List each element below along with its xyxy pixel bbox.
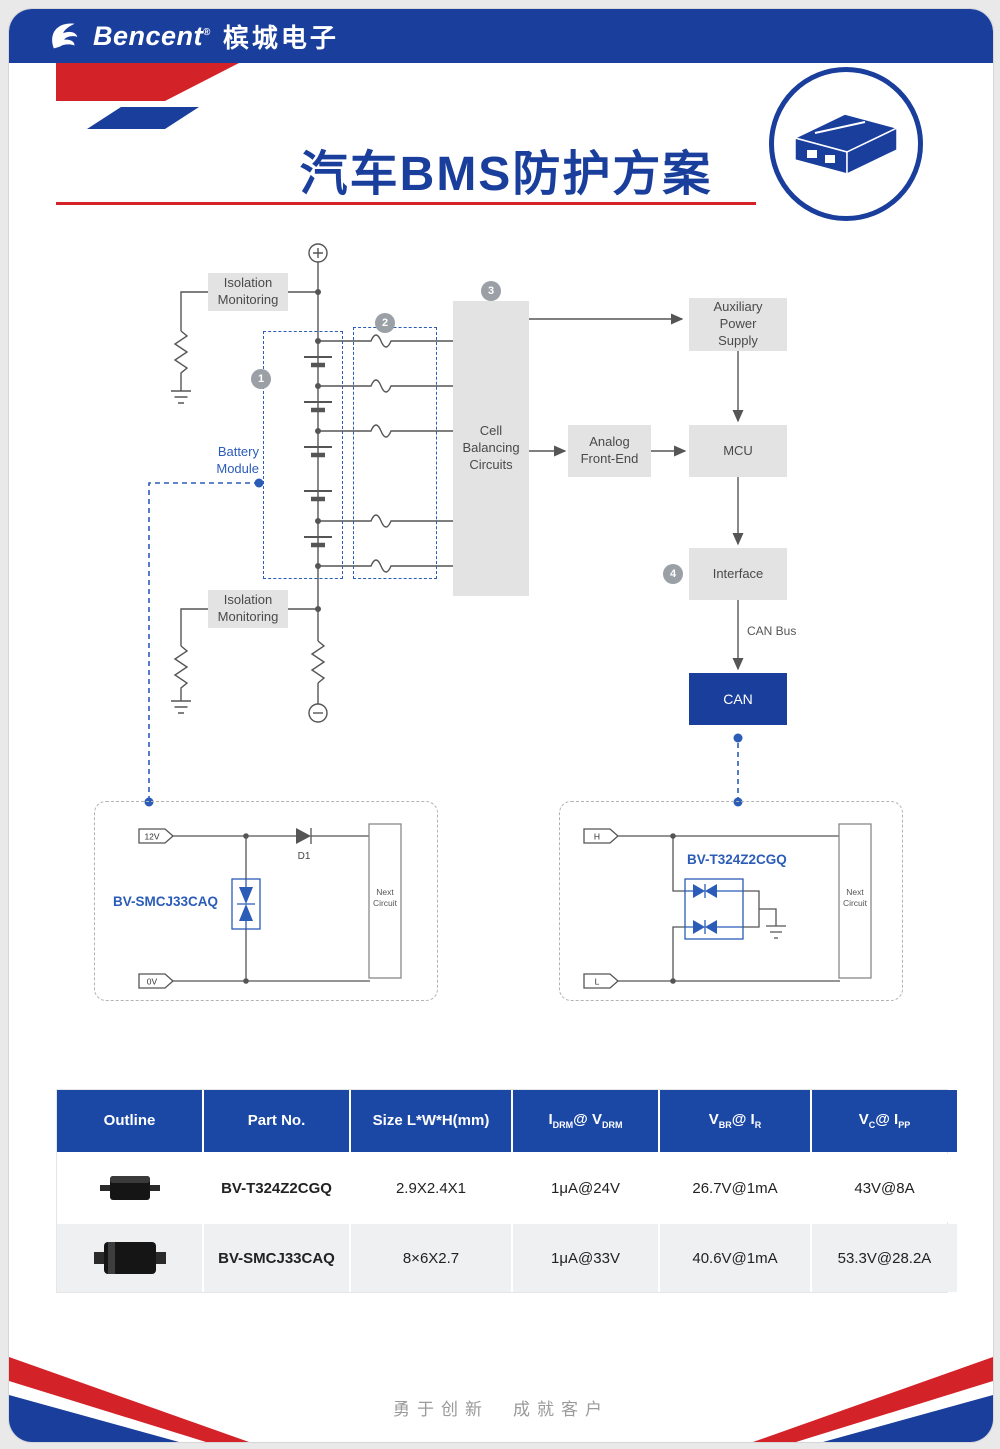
header-bar: Bencent® 槟城电子: [9, 9, 993, 63]
ground-icon: [171, 390, 191, 404]
idrm-cell: 1μA@33V: [513, 1224, 658, 1292]
positive-terminal-icon: [308, 243, 328, 263]
registered-mark: ®: [203, 26, 211, 38]
next-circuit-label-right: Next Circuit: [842, 887, 868, 908]
bms-device-icon: [792, 113, 900, 176]
battery-module-label: Battery Module: [216, 444, 259, 476]
bencent-logo-icon: [52, 23, 78, 49]
size-cell: 8×6X2.7: [351, 1224, 511, 1292]
fuse-group-frame: [353, 327, 437, 579]
negative-terminal-icon: [308, 703, 328, 723]
step-badge-2: 2: [375, 313, 395, 333]
resistor-symbol: [173, 330, 189, 391]
part-no-cell: BV-SMCJ33CAQ: [204, 1224, 349, 1292]
step-badge-4: 4: [663, 564, 683, 584]
brand-name-cn: 槟城电子: [222, 22, 339, 53]
header-accent-shapes: [56, 63, 239, 129]
outline-cell-row1: [57, 1154, 202, 1222]
col-header-vc-ipp: VC@ IPP: [812, 1090, 957, 1152]
block-mcu: MCU: [689, 425, 787, 477]
part-label-left: BV-SMCJ33CAQ: [113, 894, 219, 909]
block-isolation-monitoring-bottom: Isolation Monitoring: [208, 590, 288, 628]
detail-connectors: [144, 478, 743, 807]
footer-slogan: 勇于创新 成就客户: [393, 1400, 609, 1419]
page-title: 汽车BMS防护方案: [299, 148, 713, 201]
block-can: CAN: [689, 673, 787, 725]
idrm-cell: 1μA@24V: [513, 1154, 658, 1222]
poster-card: 12V 0V D1 H: [8, 8, 994, 1443]
vc-cell: 43V@8A: [812, 1154, 957, 1222]
title-underline: [56, 202, 756, 205]
ground-icon: [171, 700, 191, 714]
next-circuit-label-left: Next Circuit: [372, 887, 398, 908]
outline-cell-row2: [57, 1224, 202, 1292]
vbr-cell: 26.7V@1mA: [660, 1154, 810, 1222]
size-cell: 2.9X2.4X1: [351, 1154, 511, 1222]
bms-device-badge: [769, 67, 923, 221]
circuit-frame-right: [559, 801, 903, 1001]
parts-table: Outline Part No. Size L*W*H(mm) IDRM@ VD…: [56, 1089, 957, 1293]
step-badge-1: 1: [251, 369, 271, 389]
block-interface: Interface: [689, 548, 787, 600]
block-cell-balancing: Cell Balancing Circuits: [453, 301, 529, 596]
vbr-cell: 40.6V@1mA: [660, 1224, 810, 1292]
block-aux-power-supply: Auxiliary Power Supply: [689, 298, 787, 351]
package-smc-icon: [93, 1242, 166, 1274]
col-header-part-no: Part No.: [204, 1090, 349, 1152]
can-bus-label: CAN Bus: [747, 624, 797, 638]
col-header-outline: Outline: [57, 1090, 202, 1152]
step-badge-3: 3: [481, 281, 501, 301]
col-header-idrm-vdrm: IDRM@ VDRM: [513, 1090, 658, 1152]
battery-module-group-frame: [263, 331, 343, 579]
circuit-frame-left: [94, 801, 438, 1001]
resistor-symbol: [310, 640, 326, 684]
vc-cell: 53.3V@28.2A: [812, 1224, 957, 1292]
part-no-cell: BV-T324Z2CGQ: [204, 1154, 349, 1222]
col-header-vbr-ir: VBR@ IR: [660, 1090, 810, 1152]
part-label-right: BV-T324Z2CGQ: [687, 852, 787, 867]
col-header-size: Size L*W*H(mm): [351, 1090, 511, 1152]
block-analog-front-end: Analog Front-End: [568, 425, 651, 477]
package-sot-icon: [99, 1176, 160, 1200]
block-isolation-monitoring-top: Isolation Monitoring: [208, 273, 288, 311]
brand-name: Bencent®: [93, 20, 211, 51]
resistor-symbol: [173, 645, 189, 701]
